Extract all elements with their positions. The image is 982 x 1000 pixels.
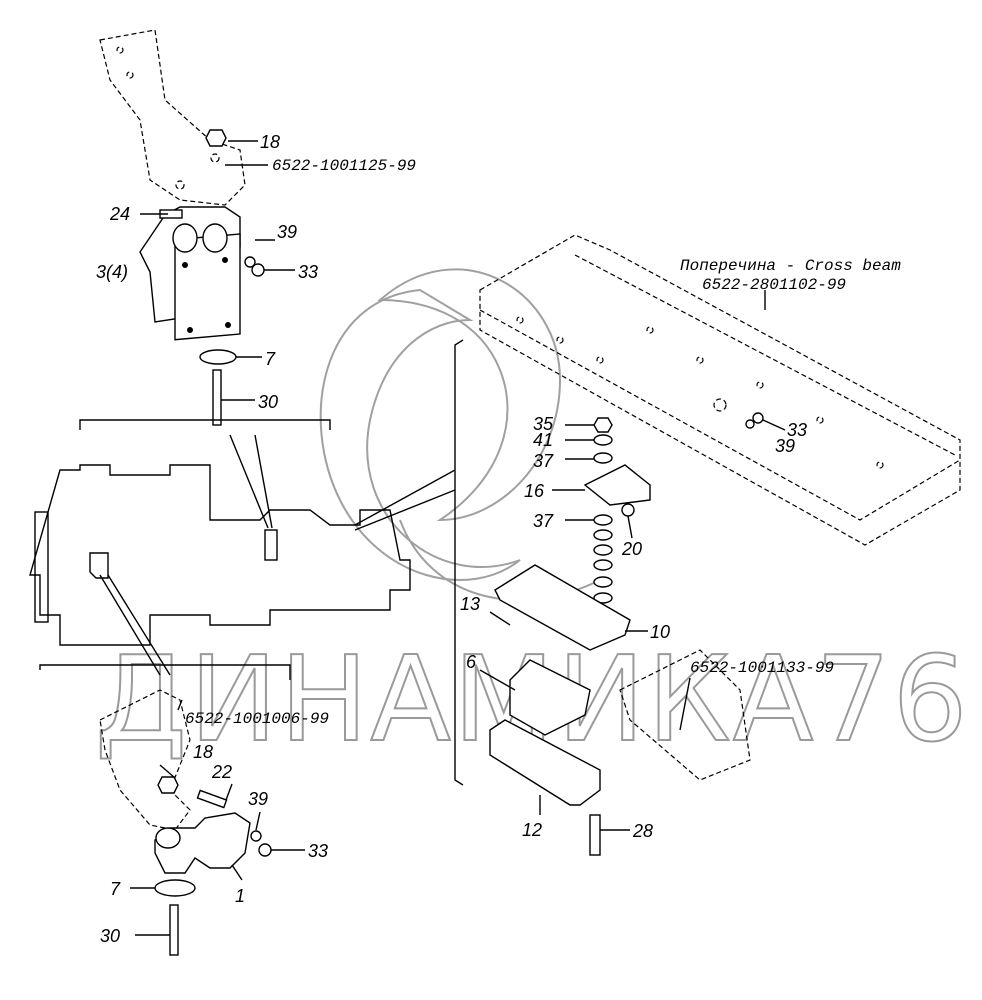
callout-33: 33 <box>298 262 318 282</box>
callout-20: 20 <box>621 539 642 559</box>
watermark-logo <box>319 268 601 601</box>
callout-30: 30 <box>258 392 278 412</box>
callout-39-beam: 39 <box>775 436 795 456</box>
callout-16: 16 <box>524 481 545 501</box>
callout-37: 37 <box>533 451 554 471</box>
callout-30-lower: 30 <box>100 926 120 946</box>
callout-18: 18 <box>260 132 280 152</box>
callout-35: 35 <box>533 414 554 434</box>
callout-33-beam: 33 <box>787 420 807 440</box>
callout-28: 28 <box>632 821 653 841</box>
engine-outline <box>29 419 456 680</box>
cross-beam <box>479 234 961 546</box>
part-number-top-bracket: 6522-1001125-99 <box>272 157 416 175</box>
engine-mount-lower <box>154 789 272 956</box>
cross-beam-label: Поперечина - Cross beam <box>680 257 901 275</box>
part-number-front-bracket: 6522-1001006-99 <box>185 710 329 728</box>
callout-10: 10 <box>650 622 670 642</box>
callout-7-lower: 7 <box>110 879 121 899</box>
callout-24: 24 <box>109 204 130 224</box>
callout-12: 12 <box>522 820 542 840</box>
callout-13: 13 <box>460 594 480 614</box>
callout-6: 6 <box>466 652 477 672</box>
callout-39-lower: 39 <box>248 789 268 809</box>
group-bracket <box>454 339 464 786</box>
callout-41: 41 <box>533 430 553 450</box>
callout-22: 22 <box>211 762 232 782</box>
rear-support <box>489 417 751 856</box>
part-number-cross-beam: 6522-2801102-99 <box>702 276 846 294</box>
top-bracket <box>99 29 246 206</box>
callout-7: 7 <box>265 349 276 369</box>
callout-18-lower: 18 <box>193 742 213 762</box>
callout-37-lower: 37 <box>533 511 554 531</box>
callout-39: 39 <box>277 222 297 242</box>
engine-mount-upper <box>139 206 265 426</box>
callout-3-4: 3(4) <box>96 262 128 282</box>
callout-33-lower: 33 <box>308 841 328 861</box>
callout-1: 1 <box>235 886 245 906</box>
part-number-rear-support: 6522-1001133-99 <box>690 659 834 677</box>
